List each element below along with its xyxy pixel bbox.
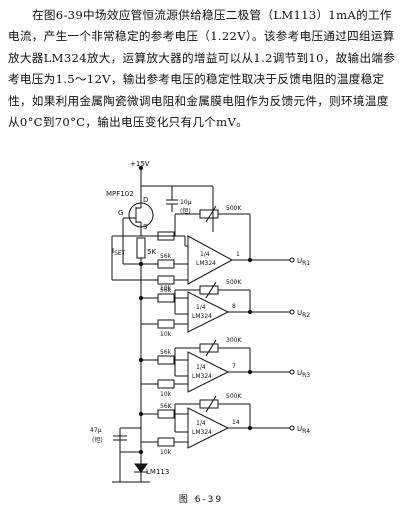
cap-top-label: 10μ — [180, 199, 192, 206]
output-ur3: UR3 — [297, 369, 310, 379]
fet-label: MPF102 — [106, 190, 134, 198]
amp3-fraction: 1/4 — [196, 364, 206, 371]
cap-bottom-label: 47μ — [90, 427, 102, 434]
amp2-fraction: 1/4 — [196, 304, 206, 311]
pin-g-label: G — [118, 209, 123, 217]
amp3-pot-label: 300K — [226, 337, 242, 344]
amp-stage-4: 56K 500K 10k 1/4 LM324 14 UR4 — [141, 393, 310, 456]
amp4-rgnd-label: 10k — [160, 449, 172, 456]
figure-caption: 图 6-39 — [178, 495, 224, 505]
amp2-pin: 8 — [232, 303, 236, 310]
amp-stage-1: 500K 56k 10k 1/4 LM324 1 UR1 — [112, 205, 310, 292]
zener-label: LM113 — [146, 468, 169, 476]
amp4-pot-label: 500K — [226, 393, 242, 400]
circuit-schematic: +15V MPF102 D G S 10μ (钽) ISET 5K — [90, 160, 310, 483]
amp4-ic: LM324 — [192, 429, 212, 436]
iset-resistor — [136, 237, 146, 259]
amp2-rgnd-label: 10k — [160, 331, 172, 338]
body-paragraph: 在图6-39中场效应管恒流源供给稳压二极管（LM113）1mA的工作电流，产生一… — [8, 8, 396, 130]
amp1-ic: LM324 — [196, 260, 216, 267]
amp1-rgnd-label: 10k — [160, 285, 172, 292]
output-ur1: UR1 — [297, 257, 310, 267]
rset-label: 5K — [147, 248, 156, 256]
zener-diode — [134, 463, 148, 473]
output-ur4: UR4 — [297, 425, 310, 435]
amp4-fraction: 1/4 — [196, 420, 206, 427]
amp2-ic: LM324 — [192, 313, 212, 320]
amp2-pot-label: 500K — [226, 279, 242, 286]
amp1-pot-label: 500K — [226, 205, 242, 212]
amp3-rin-label: 56k — [160, 349, 172, 356]
amp1-rin-label: 56k — [160, 253, 172, 260]
amp4-pin: 14 — [232, 419, 240, 426]
amp3-rgnd-label: 10k — [160, 391, 172, 398]
amp-stage-2: 56k 500K 10k 1/4 LM324 8 UR2 — [141, 279, 310, 338]
supply-label: +15V — [130, 160, 150, 168]
output-ur2: UR2 — [297, 309, 310, 319]
amp1-pin: 1 — [236, 251, 240, 258]
pin-d-label: D — [143, 196, 148, 204]
pin-s-label: S — [143, 223, 148, 231]
amp3-pin: 7 — [232, 363, 236, 370]
amp-stage-3: 56k 300K 10k 1/4 LM324 7 UR3 — [141, 337, 310, 398]
amp2-rin-label: 56k — [160, 287, 172, 294]
amp4-rin-label: 56K — [160, 403, 173, 410]
amp1-fraction: 1/4 — [200, 251, 210, 258]
amp3-ic: LM324 — [192, 373, 212, 380]
cap-bottom-type: (钽) — [92, 436, 103, 444]
cap-top-type: (钽) — [180, 207, 191, 215]
iset-label: ISET — [112, 247, 126, 257]
